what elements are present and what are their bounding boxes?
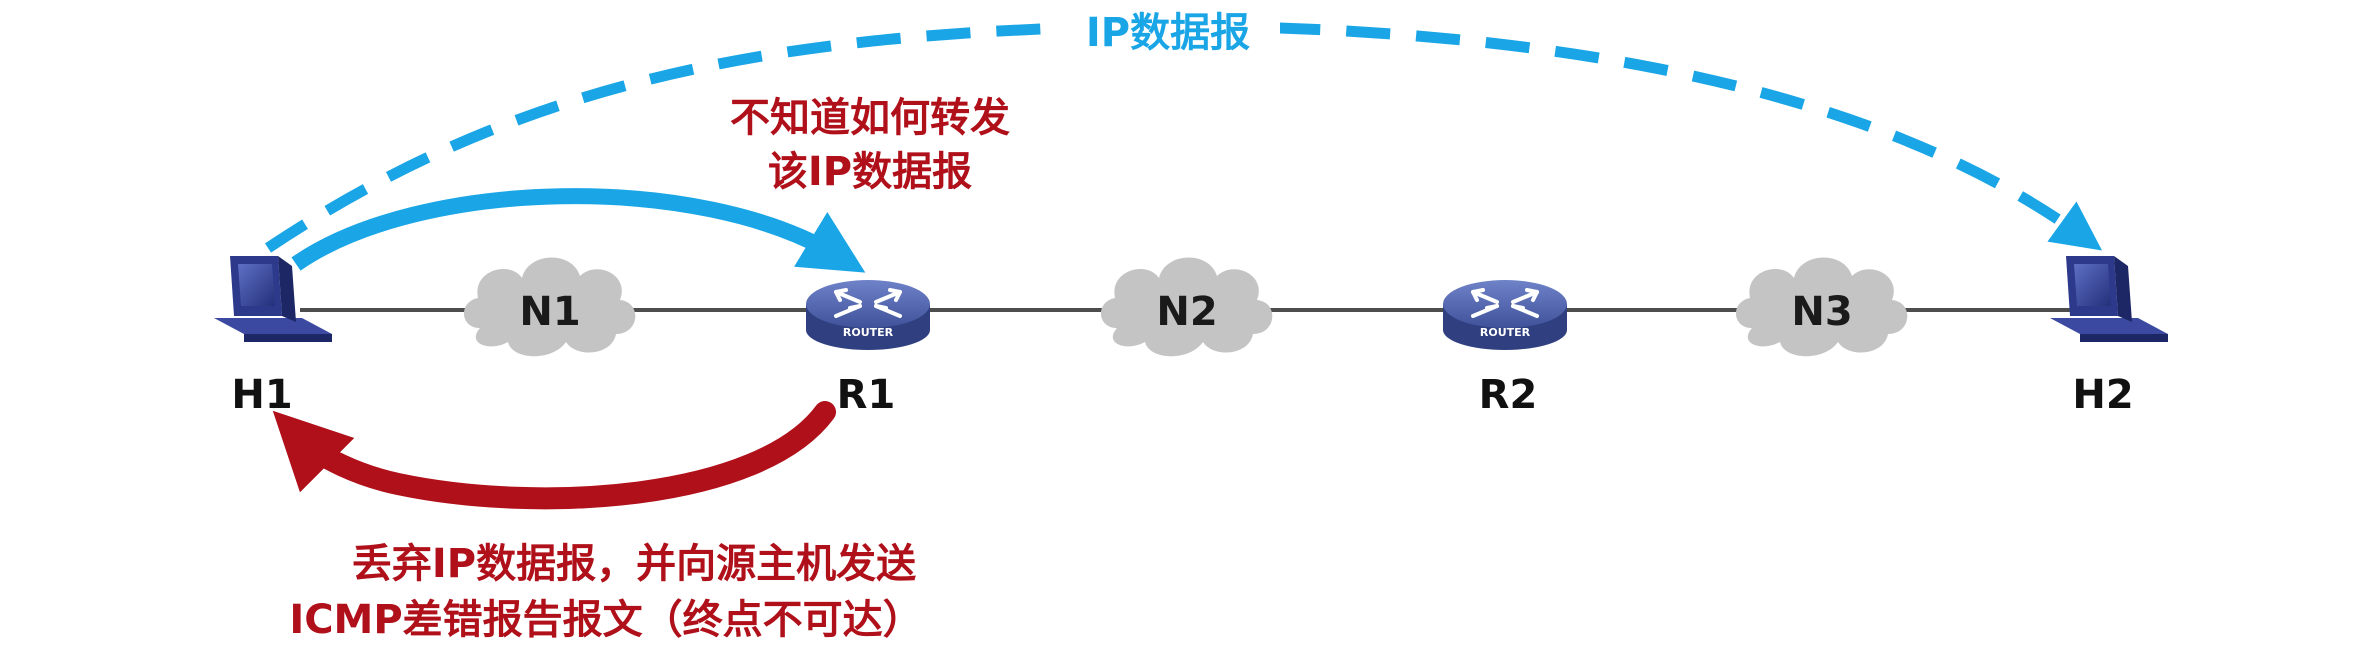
router-note-line1: 不知道如何转发	[730, 95, 1010, 141]
router-arrows-icon	[1471, 288, 1539, 318]
icmp-return-arrow-r1-to-h1	[272, 401, 836, 510]
network-label-n3: N3	[1791, 289, 1852, 335]
network-cloud-n2: N2	[1100, 257, 1273, 357]
router-badge: ROUTER	[843, 326, 894, 339]
icmp-note-line2: ICMP差错报告报文（终点不可达）	[289, 597, 922, 643]
router-arrows-icon	[834, 288, 902, 318]
network-label-n2: N2	[1156, 289, 1217, 335]
router-r1: ROUTER	[806, 280, 930, 350]
ip-datagram-label: IP数据报	[1086, 10, 1250, 56]
host-label-h1: H1	[231, 372, 292, 418]
forward-arrow-h1-to-r1	[291, 188, 866, 273]
host-computer-h2	[2050, 256, 2168, 342]
network-cloud-n3: N3	[1735, 257, 1908, 357]
ip-datagram-label-bg	[1060, 4, 1280, 62]
network-cloud-n1: N1	[463, 257, 636, 357]
router-label-r1: R1	[837, 372, 896, 418]
router-badge: ROUTER	[1480, 326, 1531, 339]
router-note-line2: 该IP数据报	[768, 149, 972, 195]
router-label-r2: R2	[1479, 372, 1538, 418]
host-label-h2: H2	[2072, 372, 2133, 418]
router-r2: ROUTER	[1443, 280, 1567, 350]
host-computer-h1	[214, 256, 332, 342]
icmp-note-line1: 丢弃IP数据报，并向源主机发送	[352, 541, 916, 587]
network-label-n1: N1	[519, 289, 580, 335]
